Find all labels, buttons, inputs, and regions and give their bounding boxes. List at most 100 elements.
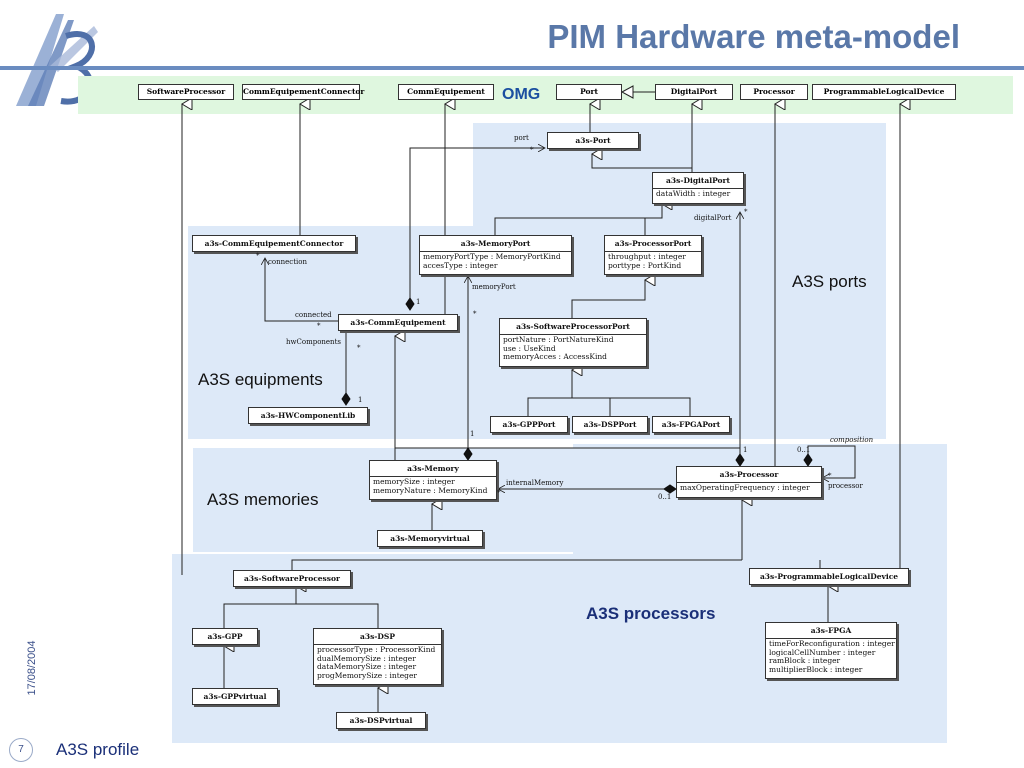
mult-hw-components: * — [357, 344, 361, 352]
class-attribute: portNature : PortNatureKind — [503, 335, 614, 344]
ports-label: A3S ports — [792, 272, 867, 291]
class-attribute: memoryPortType : MemoryPortKind — [423, 252, 561, 261]
class-attributes: timeForReconfiguration : integer logical… — [766, 638, 896, 678]
class-attributes: processorType : ProcessorKind dualMemory… — [314, 644, 441, 684]
omg-software-processor-class: SoftwareProcessor — [138, 84, 234, 100]
class-attribute: multiplierBlock : integer — [769, 664, 863, 674]
class-attribute: timeForReconfiguration : integer — [769, 639, 895, 648]
a3s-digital-port-class: a3s-DigitalPort dataWidth : integer — [652, 172, 744, 204]
omg-comm-equipement-connector-class: CommEquipementConnector — [242, 84, 364, 100]
class-name: a3s-GPPPort — [502, 420, 556, 429]
mult-connected: * — [317, 322, 321, 330]
class-attributes: memorySize : integer memoryNature : Memo… — [370, 476, 496, 499]
processors-region-upper — [573, 444, 947, 556]
range-internal-memory: 0..1 — [658, 493, 672, 501]
omg-digital-port-class: DigitalPort — [655, 84, 733, 100]
class-attributes: throughput : integer porttype : PortKind — [605, 251, 701, 274]
a3s-programmable-logical-device-class: a3s-ProgrammableLogicalDevice — [749, 568, 909, 585]
a3s-gpp-virtual-class: a3s-GPPvirtual — [192, 688, 278, 705]
class-attributes: maxOperatingFrequency : integer — [677, 482, 821, 497]
a3s-logo — [6, 6, 106, 116]
class-name: a3s-Processor — [719, 470, 779, 479]
a3s-memory-port-class: a3s-MemoryPort memoryPortType : MemoryPo… — [419, 235, 572, 276]
mult-hw-lib: 1 — [358, 396, 363, 404]
memories-label: A3S memories — [207, 490, 319, 509]
class-name: a3s-Memoryvirtual — [390, 534, 470, 543]
class-name: a3s-FPGAPort — [661, 420, 721, 429]
class-attribute: dataMemorySize : integer — [317, 662, 417, 672]
equipments-label: A3S equipments — [198, 370, 323, 389]
role-connection: connection — [268, 258, 307, 266]
class-name: a3s-DSPPort — [583, 420, 637, 429]
a3s-hw-component-lib-class: a3s-HWComponentLib — [248, 407, 368, 424]
role-internal-memory: internalMemory — [506, 479, 564, 487]
class-attribute: memorySize : integer — [373, 477, 455, 486]
omg-programmable-logical-device-class: ProgrammableLogicalDevice — [812, 84, 956, 100]
class-name: a3s-DigitalPort — [666, 176, 730, 185]
class-name: a3s-Memory — [407, 464, 459, 473]
a3s-fpga-port-class: a3s-FPGAPort — [652, 416, 730, 433]
a3s-software-processor-port-class: a3s-SoftwareProcessorPort portNature : P… — [499, 318, 647, 367]
class-attribute: dataWidth : integer — [656, 189, 731, 198]
role-port: port — [514, 134, 529, 142]
role-digital-port: digitalPort — [694, 214, 732, 222]
class-name: a3s-CommEquipementConnector — [204, 239, 344, 248]
role-hw-components: hwComponents — [286, 338, 341, 346]
a3s-memory-class: a3s-Memory memorySize : integer memoryNa… — [369, 460, 497, 501]
class-name: a3s-GPP — [207, 632, 243, 641]
class-attributes: memoryPortType : MemoryPortKind accesTyp… — [420, 251, 571, 274]
slide-title: PIM Hardware meta-model — [547, 18, 960, 55]
omg-comm-equipement-class: CommEquipement — [398, 84, 494, 100]
a3s-gpp-class: a3s-GPP — [192, 628, 258, 645]
title-underline — [0, 66, 1024, 70]
class-attribute: maxOperatingFrequency : integer — [680, 483, 810, 492]
footer-text: A3S profile — [56, 740, 140, 759]
slide-date: 17/08/2004 — [26, 640, 38, 696]
mult-connection: * — [256, 252, 260, 260]
class-attribute: processorType : ProcessorKind — [317, 645, 436, 654]
a3s-fpga-class: a3s-FPGA timeForReconfiguration : intege… — [765, 622, 897, 680]
class-name: a3s-SoftwareProcessorPort — [516, 322, 630, 331]
omg-processor-class: Processor — [740, 84, 808, 100]
mult-comm-one: 1 — [416, 298, 421, 306]
mult-digital-port: * — [744, 208, 748, 216]
class-attribute: ramBlock : integer — [769, 656, 841, 666]
class-name: a3s-SoftwareProcessor — [244, 574, 340, 583]
class-name: a3s-CommEquipement — [350, 318, 446, 327]
class-attributes: dataWidth : integer — [653, 188, 743, 203]
class-attribute: memoryAcces : AccessKind — [503, 352, 607, 362]
class-name: a3s-DSPvirtual — [349, 716, 413, 725]
mult-processor-one: 1 — [743, 446, 748, 454]
mult-processor: * — [828, 472, 832, 480]
class-attributes: portNature : PortNatureKind use : UseKin… — [500, 334, 646, 366]
role-memory-port: memoryPort — [472, 283, 516, 291]
class-name: a3s-MemoryPort — [460, 239, 531, 248]
mult-internal-memory: * — [497, 489, 501, 497]
class-name: a3s-ProgrammableLogicalDevice — [759, 572, 899, 581]
a3s-dsp-port-class: a3s-DSPPort — [572, 416, 648, 433]
class-name: a3s-FPGA — [810, 626, 852, 635]
class-name: a3s-GPPvirtual — [203, 692, 267, 701]
mult-port: * — [530, 146, 534, 154]
class-attribute: throughput : integer — [608, 252, 686, 261]
class-attribute: logicalCellNumber : integer — [769, 647, 876, 657]
a3s-processor-port-class: a3s-ProcessorPort throughput : integer p… — [604, 235, 702, 276]
a3s-port-class: a3s-Port — [547, 132, 639, 149]
processors-label: A3S processors — [586, 604, 716, 623]
a3s-processor-class: a3s-Processor maxOperatingFrequency : in… — [676, 466, 822, 498]
a3s-memory-virtual-class: a3s-Memoryvirtual — [377, 530, 483, 547]
a3s-comm-equipement-class: a3s-CommEquipement — [338, 314, 458, 331]
omg-label: OMG — [502, 86, 541, 103]
a3s-comm-equipement-connector-class: a3s-CommEquipementConnector — [192, 235, 356, 252]
a3s-dsp-class: a3s-DSP processorType : ProcessorKind du… — [313, 628, 442, 686]
a3s-gpp-port-class: a3s-GPPPort — [490, 416, 568, 433]
role-processor: processor — [828, 482, 863, 490]
class-attribute: porttype : PortKind — [608, 260, 682, 270]
class-attribute: accesType : integer — [423, 260, 498, 270]
class-attribute: dualMemorySize : integer — [317, 653, 416, 663]
class-name: a3s-ProcessorPort — [614, 239, 692, 248]
class-attribute: progMemorySize : integer — [317, 670, 417, 680]
role-connected: connected — [295, 311, 332, 319]
a3s-software-processor-class: a3s-SoftwareProcessor — [233, 570, 351, 587]
